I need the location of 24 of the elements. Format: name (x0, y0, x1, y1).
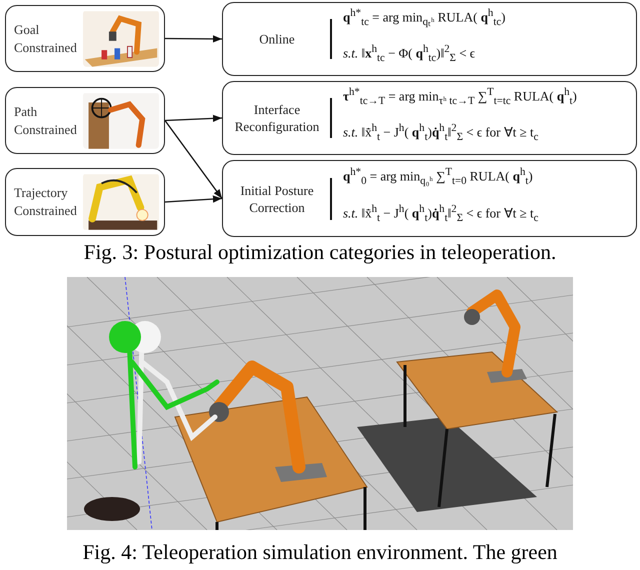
arrow (164, 120, 223, 199)
arrow (164, 114, 222, 122)
arrow (164, 195, 222, 203)
category-box (5, 87, 165, 154)
objective-equation: τ$^{h*}$$_{tc→T}$ = arg min$_{τʰ tc→T}$ ∑$^{T}$$_{t=tc}$ RULA( q$^{h}$$_{t}$) (343, 86, 577, 107)
method-label: Online (258, 30, 296, 48)
optimization-box (222, 2, 637, 76)
optimization-box (222, 160, 637, 237)
optimization-box (222, 81, 637, 155)
objective-equation: q$^{h*}$$_{0}$ = arg min$_{q₀ʰ}$ ∑$^{T}$$_{t=0}$ RULA( q$^{h}$$_{t}$) (343, 166, 533, 187)
figure-caption: Fig. 3: Postural optimization categories in teleoperation. (82, 240, 558, 265)
arrow (165, 35, 222, 43)
category-box (5, 5, 165, 72)
category-label: Trajectory Constrained (14, 184, 78, 220)
figure-caption: Fig. 4: Teleoperation simulation environment. The green (82, 540, 558, 565)
objective-equation: q$^{h*}$$_{tc}$ = arg min$_{qₜʰ}$ RULA( q$^{h}$$_{tc}$) (343, 7, 506, 28)
method-label: Interface Reconfiguration (234, 101, 320, 135)
category-label: Goal Constrained (14, 20, 78, 56)
constraint-equation: s.t. ‖x$^{h}$$_{tc}$ − Φ( q$^{h}$$_{tc}$)‖$^{2}$$_{Σ}$ < ϵ (343, 43, 476, 64)
constraint-equation: s.t. ‖x̄̇$^{h}$$_{t}$ − J$^{h}$( q$^{h}$$_{t}$)q̇$^{h}$$_{t}$‖$^{2}$$_{Σ}$ < ϵ for ∀t ≥ t$_{c}$ (343, 203, 538, 224)
constraint-equation: s.t. ‖x̄̇$^{h}$$_{t}$ − J$^{h}$( q$^{h}$$_{t}$)q̇$^{h}$$_{t}$‖$^{2}$$_{Σ}$ < ϵ for ∀t ≥ t$_{c}$ (343, 122, 538, 143)
method-label: Initial Posture Correction (239, 182, 315, 216)
category-box (5, 168, 165, 236)
category-label: Path Constrained (14, 102, 78, 138)
